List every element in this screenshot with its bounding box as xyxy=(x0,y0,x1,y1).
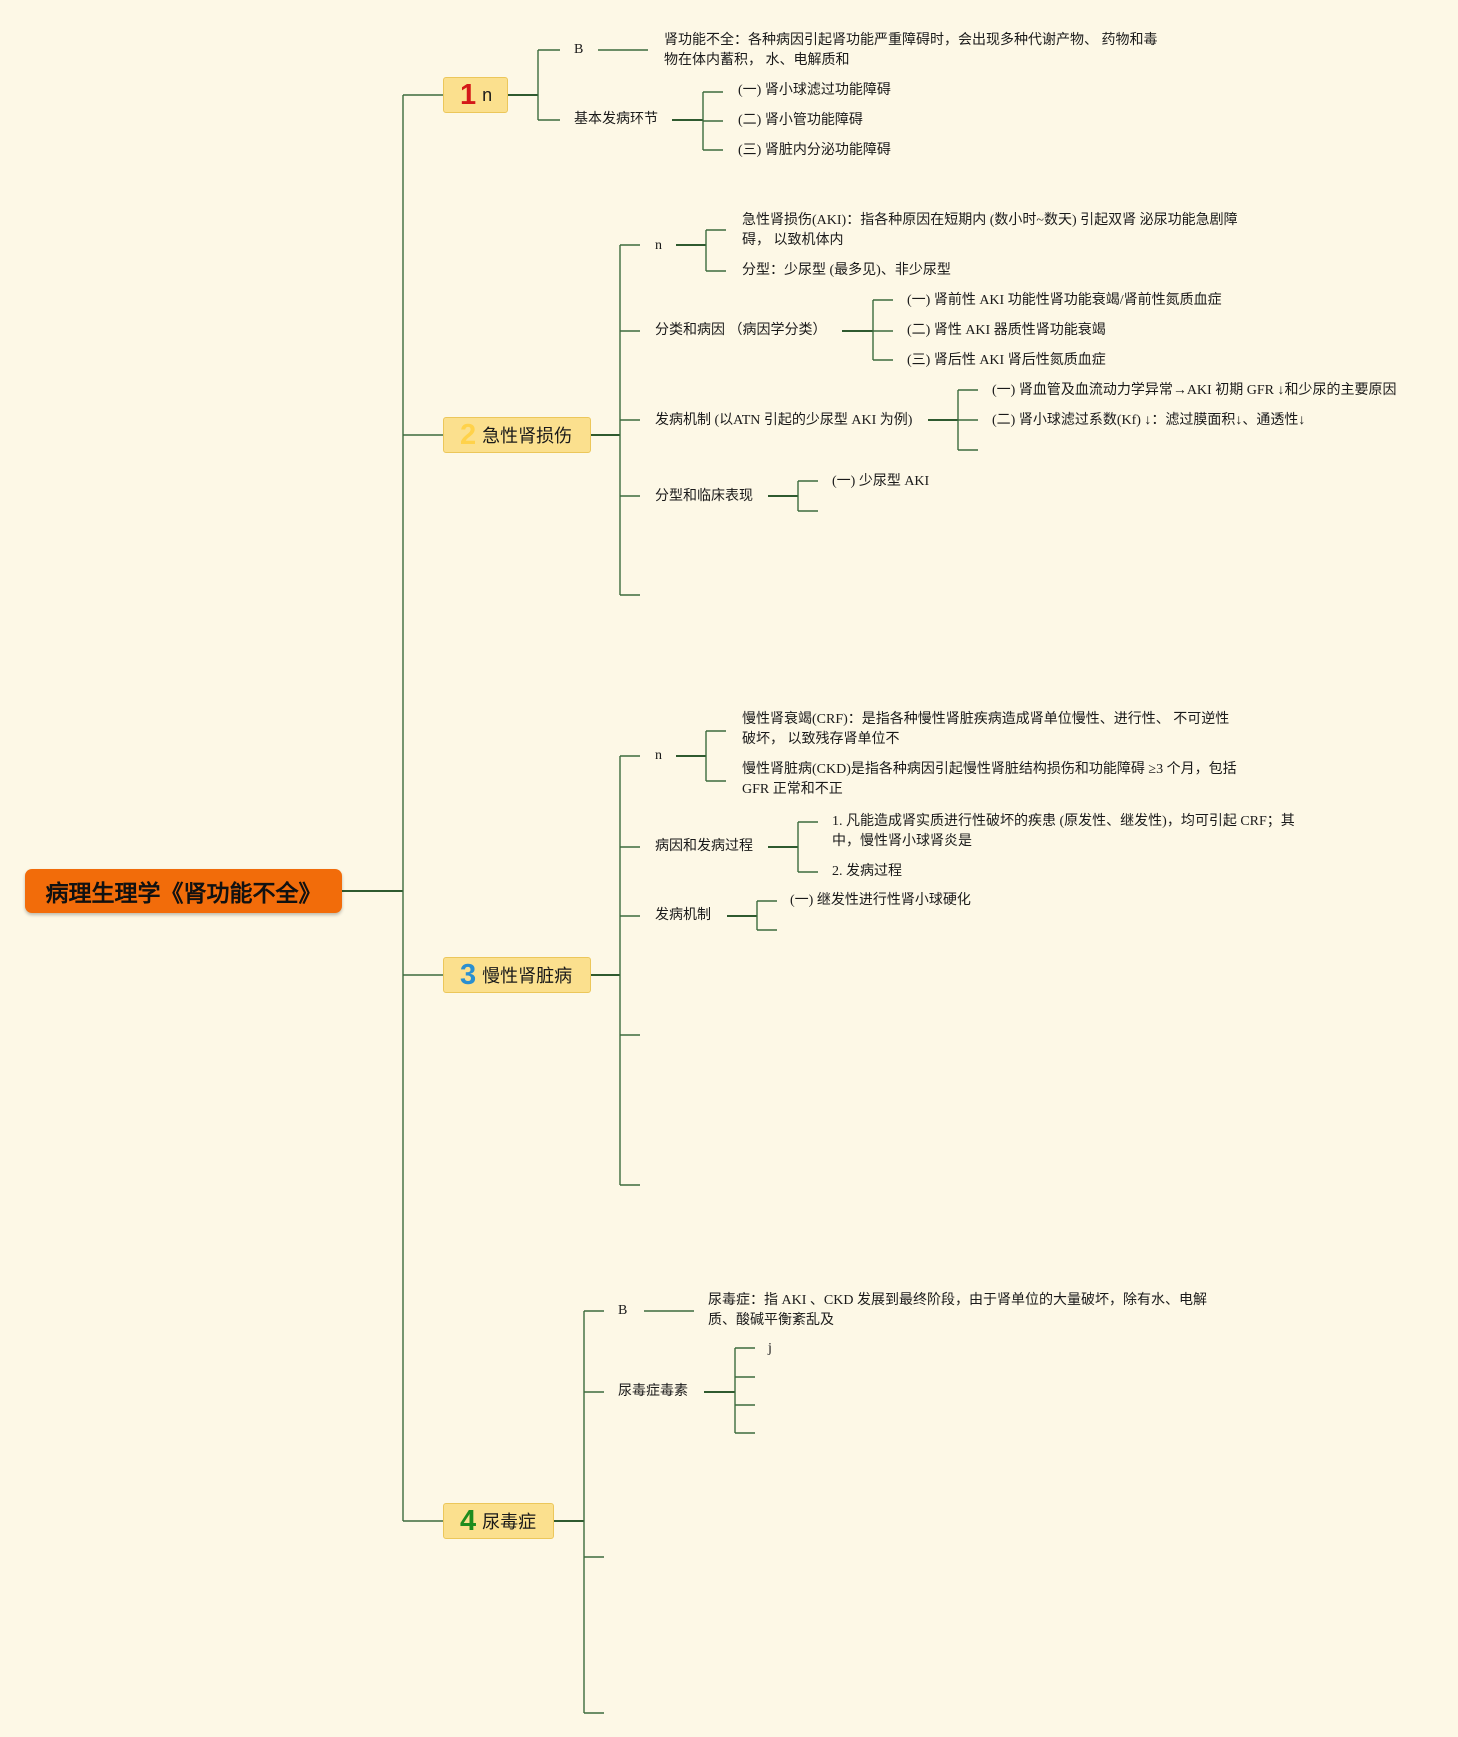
branch-3-number: 3 xyxy=(460,958,477,991)
branch-4-topic[interactable]: 4 尿毒症 xyxy=(443,1503,554,1539)
branch-1-mechanism-leaf-2[interactable]: (二) 肾小管功能障碍 xyxy=(738,113,863,128)
branch-2-pathogenesis-leaf-2[interactable]: (二) 肾小球滤过系数(Kf) ↓：滤过膜面积↓、通透性↓ xyxy=(992,413,1306,428)
branch-3-sub-n-leaf-2[interactable]: 慢性肾脏病(CKD)是指各种病因引起慢性肾脏结构损伤和功能障碍 ≥3 个月，包括… xyxy=(742,762,1237,797)
branch-3-sub-n[interactable]: n xyxy=(655,748,662,763)
branch-4-sub-toxins[interactable]: 尿毒症毒素 xyxy=(618,1384,688,1399)
branch-4-toxins-leaf-1[interactable]: j xyxy=(768,1341,772,1356)
branch-1-label: n xyxy=(482,84,493,105)
branch-2-etiology-leaf-3[interactable]: (三) 肾后性 AKI 肾后性氮质血症 xyxy=(907,353,1106,368)
branch-3-course-leaf-1[interactable]: 1. 凡能造成肾实质进行性破坏的疾患 (原发性、继发性)，均可引起 CRF；其中… xyxy=(832,814,1295,849)
branch-1-topic[interactable]: 1 n xyxy=(443,77,508,113)
branch-2-sub-clinical[interactable]: 分型和临床表现 xyxy=(655,489,753,504)
branch-2-label: 急性肾损伤 xyxy=(482,426,573,446)
branch-2-sub-pathogenesis[interactable]: 发病机制 (以ATN 引起的少尿型 AKI 为例) xyxy=(655,413,913,428)
branch-1-mechanism-leaf-1[interactable]: (一) 肾小球滤过功能障碍 xyxy=(738,83,891,98)
branch-1-sub-b-leaf-1[interactable]: 肾功能不全：各种病因引起肾功能严重障碍时，会出现多种代谢产物、 药物和毒物在体内… xyxy=(664,33,1158,68)
branch-3-course-leaf-2[interactable]: 2. 发病过程 xyxy=(832,864,902,879)
branch-1-number: 1 xyxy=(460,78,477,111)
branch-2-sub-etiology[interactable]: 分类和病因 （病因学分类） xyxy=(655,323,827,338)
branch-2-number: 2 xyxy=(460,418,477,451)
branch-2-etiology-leaf-1[interactable]: (一) 肾前性 AKI 功能性肾功能衰竭/肾前性氮质血症 xyxy=(907,293,1222,308)
branch-1-sub-mechanism[interactable]: 基本发病环节 xyxy=(574,112,658,127)
branch-2-sub-n[interactable]: n xyxy=(655,238,662,253)
branch-2-pathogenesis-leaf-1[interactable]: (一) 肾血管及血流动力学异常→AKI 初期 GFR ↓和少尿的主要原因 xyxy=(992,383,1397,398)
branch-2-sub-n-leaf-2[interactable]: 分型：少尿型 (最多见)、非少尿型 xyxy=(742,263,951,278)
branch-4-number: 4 xyxy=(460,1504,477,1537)
branch-2-etiology-leaf-2[interactable]: (二) 肾性 AKI 器质性肾功能衰竭 xyxy=(907,323,1106,338)
branch-2-topic[interactable]: 2 急性肾损伤 xyxy=(443,417,591,453)
branch-3-sub-course[interactable]: 病因和发病过程 xyxy=(655,839,753,854)
branch-3-topic[interactable]: 3 慢性肾脏病 xyxy=(443,957,591,993)
branch-4-sub-b[interactable]: B xyxy=(618,1303,628,1318)
branch-4-label: 尿毒症 xyxy=(482,1512,537,1532)
root-topic[interactable]: 病理生理学《肾功能不全》 xyxy=(25,869,342,913)
branch-2-sub-n-leaf-1[interactable]: 急性肾损伤(AKI)：指各种原因在短期内 (数小时~数天) 引起双肾 泌尿功能急… xyxy=(742,213,1238,248)
branch-2-clinical-leaf-1[interactable]: (一) 少尿型 AKI xyxy=(832,474,930,489)
branch-3-sub-n-leaf-1[interactable]: 慢性肾衰竭(CRF)：是指各种慢性肾脏疾病造成肾单位慢性、进行性、 不可逆性破坏… xyxy=(742,712,1230,747)
branch-1-sub-b[interactable]: B xyxy=(574,42,584,57)
branch-3-label: 慢性肾脏病 xyxy=(482,966,573,986)
branch-4-sub-b-leaf-1[interactable]: 尿毒症：指 AKI 、CKD 发展到最终阶段，由于肾单位的大量破坏，除有水、电解… xyxy=(708,1293,1207,1328)
branch-3-sub-pathogenesis[interactable]: 发病机制 xyxy=(655,908,711,923)
branch-1-mechanism-leaf-3[interactable]: (三) 肾脏内分泌功能障碍 xyxy=(738,143,891,158)
root-title: 病理生理学《肾功能不全》 xyxy=(45,880,322,906)
branch-3-pathogenesis-leaf-1[interactable]: (一) 继发性进行性肾小球硬化 xyxy=(790,893,971,908)
